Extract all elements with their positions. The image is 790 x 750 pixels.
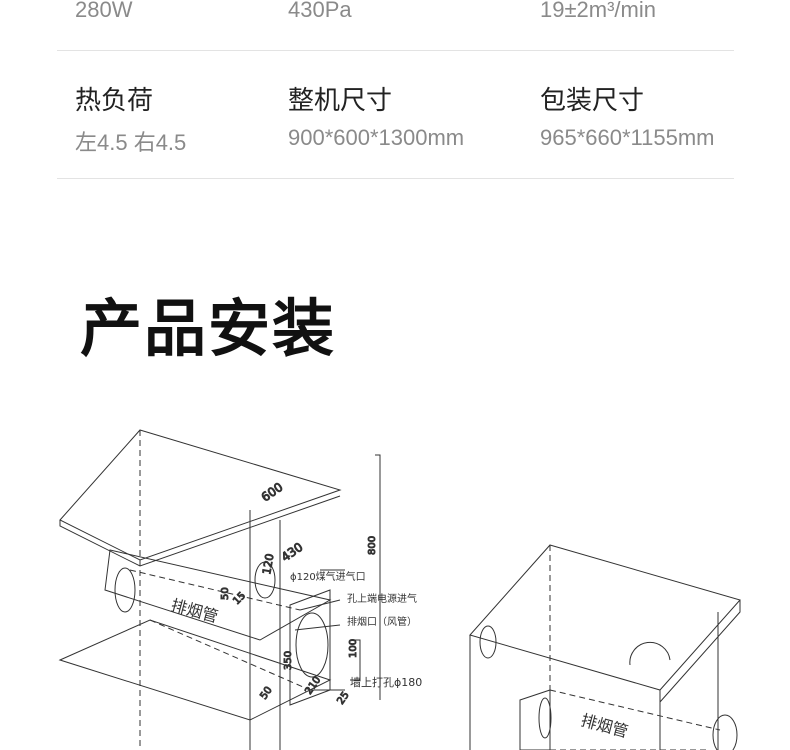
dim-50-bottom: 50 <box>258 685 274 702</box>
divider <box>57 178 734 179</box>
dim-50-top: 50 <box>220 587 231 600</box>
dim-25: 25 <box>335 690 351 707</box>
annotation-exhaust-port: 排烟口（风管） <box>347 615 417 628</box>
spec-machine-size-label: 整机尺寸 <box>288 86 393 116</box>
dim-120: 120 <box>260 553 276 576</box>
dim-15: 15 <box>231 590 248 607</box>
spec-machine-size-value: 900*600*1300mm <box>288 125 465 150</box>
right-cabinet-drawing <box>469 544 741 750</box>
dim-430: 430 <box>279 540 306 565</box>
spec-heat-load-label: 热负荷 <box>75 86 154 116</box>
left-cabinet-drawing <box>58 429 381 750</box>
section-title: 产品安装 <box>80 292 337 365</box>
dim-350: 350 <box>283 651 294 670</box>
dim-800: 800 <box>367 536 378 555</box>
pipe-label-left: 排烟管 <box>169 596 220 627</box>
spec-package-size-label: 包装尺寸 <box>540 86 645 116</box>
spec-heat-load-value: 左4.5 右4.5 <box>75 130 187 155</box>
divider <box>57 50 734 51</box>
spec-airflow-value: 19±2m³/min <box>540 0 656 22</box>
annotation-wall-hole: 墙上打孔ϕ180 <box>350 675 422 689</box>
annotation-gas-inlet: ϕ120煤气进气口 <box>290 570 366 583</box>
spec-power-value: 280W <box>75 0 133 22</box>
spec-package-size-value: 965*660*1155mm <box>540 125 715 150</box>
spec-pressure-value: 430Pa <box>288 0 352 22</box>
dim-100: 100 <box>348 639 359 658</box>
annotation-power-inlet: 孔上端电源进气 <box>347 592 417 605</box>
pipe-label-right: 排烟管 <box>579 711 630 742</box>
dim-600: 600 <box>259 480 286 505</box>
